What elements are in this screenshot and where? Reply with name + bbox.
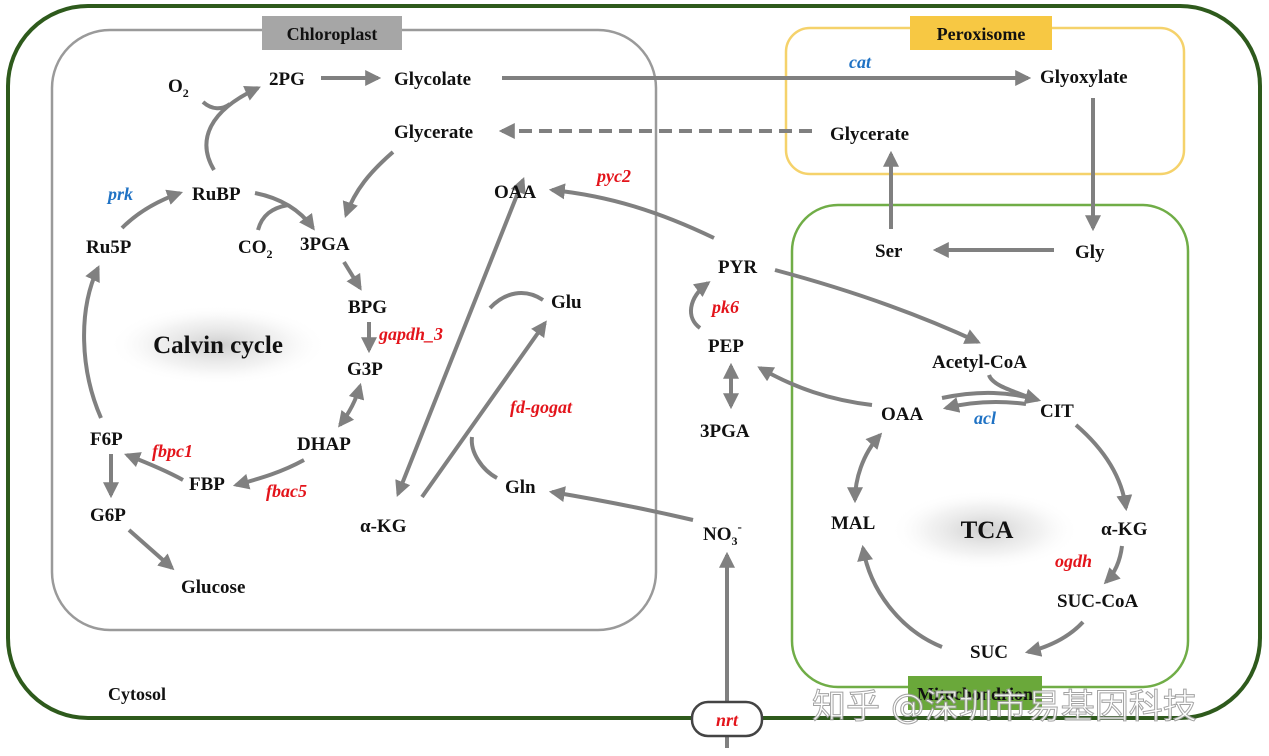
metabolite-glyoxylate: Glyoxylate (1040, 67, 1128, 88)
arrow-rubp-2pg (204, 86, 261, 172)
metabolite-fbp: FBP (189, 474, 225, 495)
metabolite-pep: PEP (708, 336, 744, 357)
metabolite-akg-chloroplast: α-KG (360, 516, 407, 537)
arrow-mal-oaa (847, 432, 883, 504)
arrow-no3-gln (548, 486, 694, 522)
arrow-ru5p-rubp (120, 189, 184, 230)
chloroplast-label-bg (262, 16, 402, 50)
arrow-o2-input (201, 100, 232, 111)
metabolite-g3p: G3P (347, 359, 383, 380)
metabolite-glycerate-chloroplast: Glycerate (394, 122, 473, 143)
metabolite-f6p: F6P (90, 429, 123, 450)
arrow-fbp-f6p (124, 452, 184, 482)
metabolite-mal: MAL (831, 513, 875, 534)
arrow-oaa-pep (757, 366, 873, 407)
metabolite-co2: CO2 (238, 237, 273, 261)
cytosol-boundary (6, 4, 1262, 720)
metabolite-o2: O2 (168, 76, 189, 100)
metabolite-glycerate-peroxisome: Glycerate (830, 124, 909, 145)
mitochondrion-label-bg (908, 676, 1042, 710)
enzyme-nrt: nrt (716, 710, 739, 730)
enzyme-fbpc1: fbpc1 (152, 441, 193, 461)
arrow-suc-mal (857, 544, 943, 649)
metabolite-suc: SUC (970, 642, 1008, 663)
arrow-f6p-ru5p (82, 265, 103, 419)
arrow-glycerate-3pga (342, 150, 395, 219)
enzyme-cat: cat (849, 52, 872, 72)
metabolite-g6p: G6P (90, 505, 126, 526)
arrow-rubp-3pga (254, 191, 315, 231)
arrow-dhap-fbp (232, 458, 305, 490)
metabolite-ru5p: Ru5P (86, 237, 132, 258)
metabolite-akg-mitochondrion: α-KG (1101, 519, 1148, 540)
arrow-g3p-dhap (338, 382, 365, 428)
tca-cycle-glow (890, 490, 1080, 570)
metabolite-oaa-chloroplast: OAA (494, 182, 537, 203)
metabolite-gly: Gly (1075, 242, 1105, 263)
arrow-g6p-glucose (127, 528, 175, 571)
enzyme-fbac5: fbac5 (266, 481, 307, 501)
nrt-transporter (690, 700, 764, 738)
metabolite-gln: Gln (505, 477, 536, 498)
metabolite-glycolate: Glycolate (394, 69, 471, 90)
arrow-glu-input (488, 291, 545, 310)
tca-cycle-label: TCA (961, 517, 1014, 544)
chloroplast-label: Chloroplast (287, 24, 378, 44)
arrow-pyr-acetylcoa (774, 268, 981, 344)
enzyme-prk: prk (106, 184, 133, 204)
watermark: 知乎 @深圳市易基因科技 (812, 687, 1197, 727)
arrow-glu-akg (395, 177, 526, 497)
arrow-akg-glu (420, 320, 547, 499)
metabolite-3pga-cytosol: 3PGA (700, 421, 750, 442)
arrow-3pga-bpg (342, 260, 362, 291)
metabolite-glu: Glu (551, 292, 582, 313)
metabolite-no3: NO3- (703, 519, 742, 548)
arrow-succoa-suc (1024, 620, 1085, 657)
metabolite-dhap: DHAP (297, 434, 351, 455)
calvin-cycle-glow (108, 305, 328, 385)
arrow-akg-succoa (1103, 545, 1124, 585)
enzyme-gapdh-3: gapdh_3 (378, 324, 443, 344)
arrow-oaa-cit (941, 388, 1042, 405)
cytosol-label: Cytosol (108, 684, 166, 704)
enzyme-fd-gogat: fd-gogat (510, 397, 573, 417)
enzyme-ogdh: ogdh (1055, 551, 1092, 571)
calvin-cycle-label: Calvin cycle (153, 332, 283, 359)
mitochondrion-label: Mitochondrion (917, 684, 1033, 704)
metabolite-3pga-chloroplast: 3PGA (300, 234, 350, 255)
mitochondrion-boundary (790, 203, 1190, 689)
metabolite-glucose: Glucose (181, 577, 245, 598)
metabolite-bpg: BPG (348, 297, 387, 318)
metabolite-acetyl-coa: Acetyl-CoA (932, 352, 1027, 373)
metabolite-suc-coa: SUC-CoA (1057, 591, 1139, 612)
arrow-cit-akg (1074, 423, 1133, 512)
metabolite-oaa-mitochondrion: OAA (881, 404, 924, 425)
enzyme-acl: acl (974, 408, 996, 428)
metabolite-2pg: 2PG (269, 69, 305, 90)
enzyme-pk6: pk6 (710, 297, 739, 317)
metabolite-cit: CIT (1040, 401, 1074, 422)
arrow-gln-input (469, 436, 499, 480)
enzyme-pyc2: pyc2 (595, 166, 631, 186)
arrow-co2-input (256, 203, 289, 231)
metabolite-ser: Ser (875, 241, 903, 262)
metabolite-pyr: PYR (718, 257, 757, 278)
arrow-cit-oaa-acl (942, 397, 1027, 413)
arrow-pep-pyr (689, 281, 711, 330)
peroxisome-label: Peroxisome (937, 24, 1026, 44)
metabolite-rubp: RuBP (192, 184, 241, 205)
arrow-pyr-oaa (548, 183, 715, 240)
peroxisome-label-bg (910, 16, 1052, 50)
